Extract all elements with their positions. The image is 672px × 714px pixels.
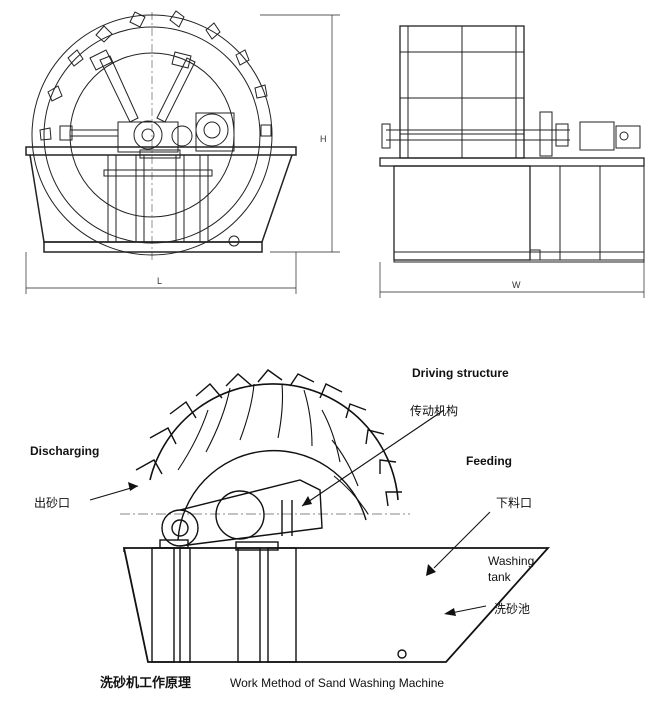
sand-wheel — [149, 383, 399, 501]
dim-label-l: L — [157, 276, 163, 286]
label-discharging: Discharging — [30, 444, 100, 458]
label-washing-tank-cn: 洗砂池 — [494, 602, 531, 616]
label-discharging-cn: 出砂口 — [34, 496, 71, 510]
label-driving-structure: Driving structure — [412, 366, 509, 380]
label-feeding: Feeding — [466, 454, 513, 468]
label-washing-line2: tank — [488, 570, 511, 584]
label-feeding-cn: 下料口 — [496, 496, 533, 510]
label-washing-line1: Washing — [488, 554, 535, 568]
caption-chinese: 洗砂机工作原理 — [100, 676, 192, 691]
caption-english: Work Method of Sand Washing Machine — [230, 676, 445, 690]
dim-label-w: W — [512, 280, 521, 290]
dim-label-h: H — [320, 134, 327, 144]
washing-tank — [122, 547, 551, 663]
label-driving-structure-cn: 传动机构 — [410, 404, 459, 418]
